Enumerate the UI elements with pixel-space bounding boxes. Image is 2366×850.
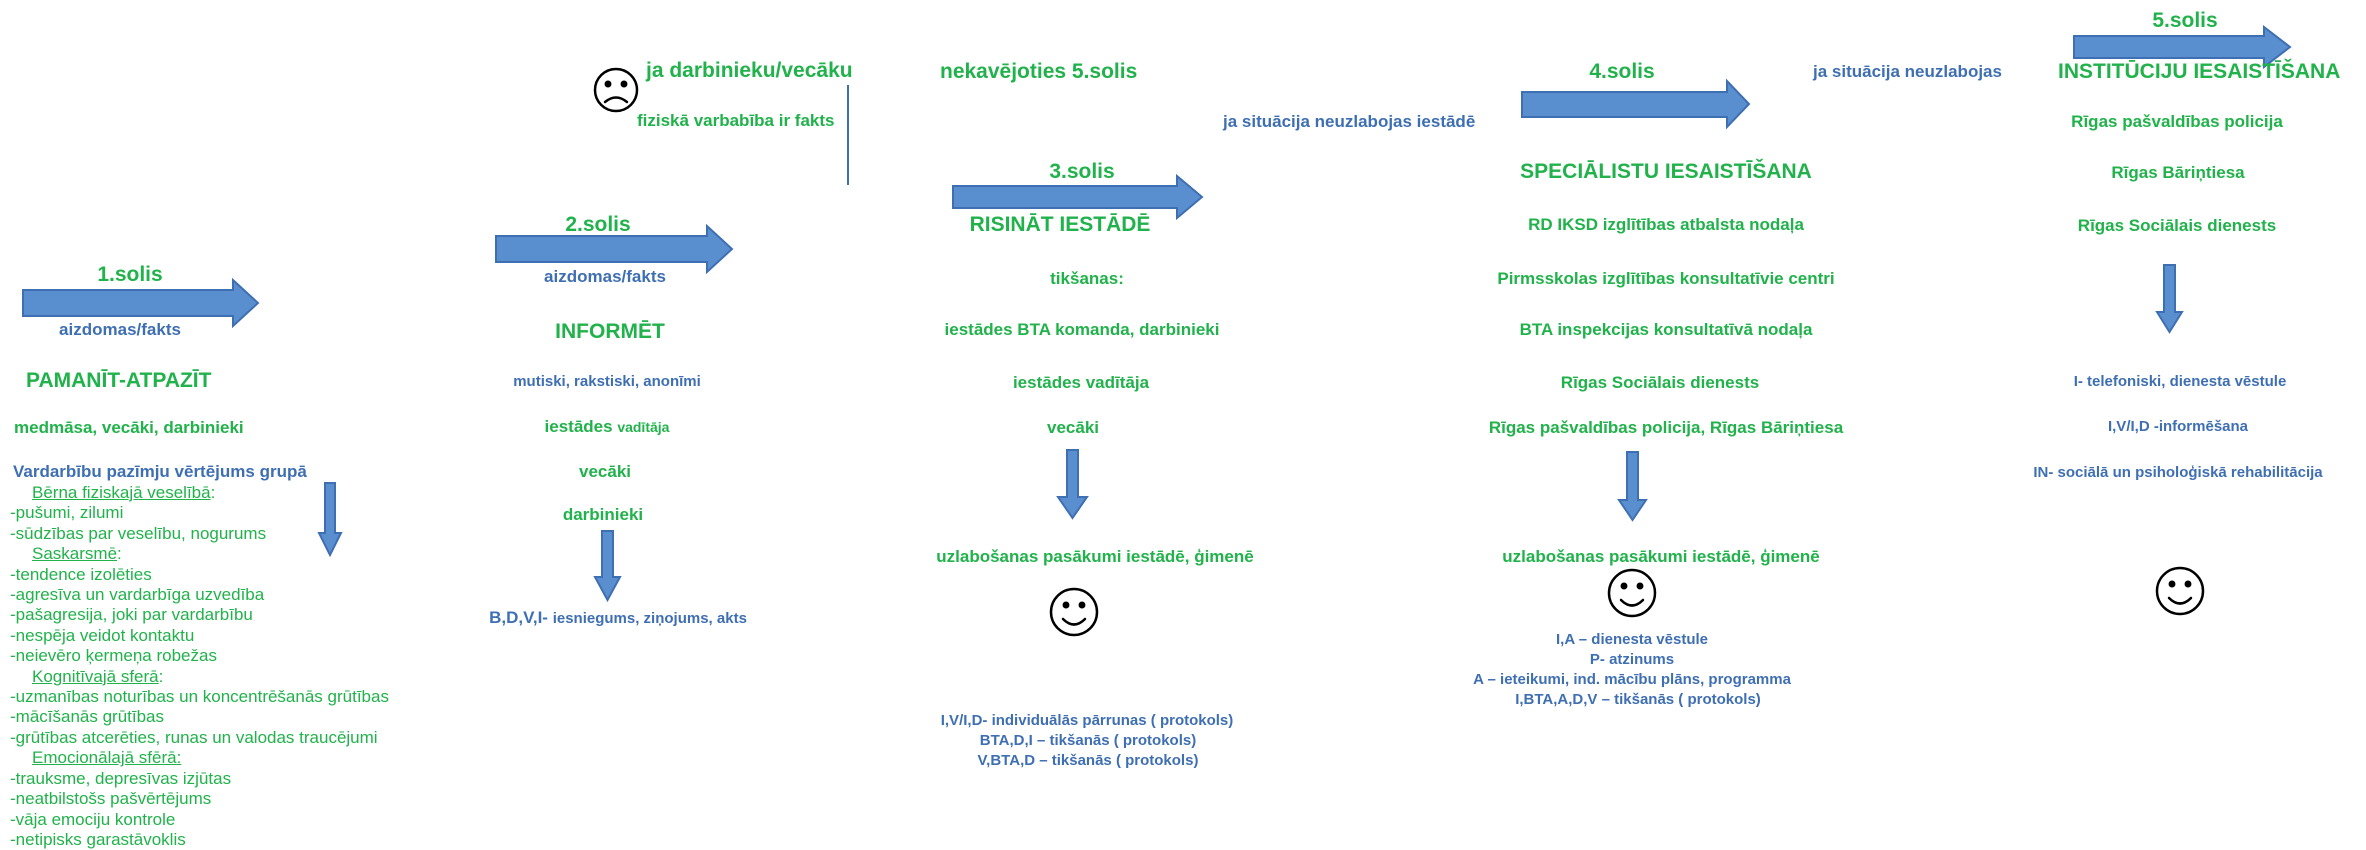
step5-label: 5.solis	[2152, 9, 2218, 32]
indicator-item: -neievēro ķermeņa robežas	[10, 646, 217, 666]
indicator-item: -pušumi, zilumi	[10, 503, 124, 523]
step4-note: A – ieteikumi, ind. mācību plāns, progra…	[1473, 671, 1791, 688]
urgent-target: nekavējoties 5.solis	[940, 60, 1138, 83]
step3-meeting-parents: vecāki	[1047, 418, 1099, 437]
down-arrow-icon	[2155, 264, 2184, 334]
right-arrow-icon	[1521, 78, 1751, 130]
step5-note: IN- sociālā un psiholoģiskā rehabilitāci…	[2033, 464, 2323, 481]
right-arrow-icon	[495, 223, 734, 275]
step1-title: PAMANĪT-ATPAZĪT	[26, 369, 212, 392]
step3-meeting-director: iestādes vadītāja	[1012, 373, 1150, 392]
down-arrow-icon	[1056, 449, 1089, 520]
step2-channels: mutiski, rakstiski, anonīmi	[513, 373, 701, 390]
transition-3-4: ja situācija neuzlabojas iestādē	[1223, 112, 1476, 131]
urgent-condition-detail: fiziskā varbabība ir fakts	[637, 111, 835, 130]
step1-assessment: Vardarbību pazīmju vērtējums grupā	[13, 462, 307, 481]
indicator-category-suffix: :	[210, 483, 216, 502]
indicator-category-suffix: :	[158, 666, 164, 686]
indicator-category-label: Emocionālajā sfērā:	[32, 748, 182, 768]
indicator-item: -sūdzības par veselību, nogurums	[10, 523, 267, 543]
indicator-item: -netipisks garastāvoklis	[10, 829, 186, 849]
right-arrow-icon	[2073, 24, 2292, 70]
step3-measures: uzlabošanas pasākumi iestādē, ģimenē	[936, 547, 1254, 566]
step4-measures: uzlabošanas pasākumi iestādē, ģimenē	[1502, 547, 1820, 566]
indicator-item: -vāja emociju kontrole	[10, 809, 176, 829]
step4-specialist: Rīgas pašvaldības policija, Rīgas Bāriņt…	[1488, 418, 1844, 437]
urgent-condition: ja darbinieku/vecāku	[646, 59, 853, 82]
indicator-item: -uzmanības noturības un koncentrēšanās g…	[10, 687, 389, 707]
step4-label: 4.solis	[1589, 60, 1655, 83]
step4-specialist: Pirmsskolas izglītības konsultatīvie cen…	[1497, 269, 1835, 288]
indicator-category-label: Kognitīvajā sferā	[32, 666, 159, 686]
sad-face-icon	[593, 67, 639, 113]
step1-subtitle: aizdomas/fakts	[59, 320, 181, 339]
step2-title: INFORMĒT	[555, 320, 665, 343]
indicator-item: -grūtības atcerēties, runas un valodas t…	[10, 727, 378, 747]
right-arrow-icon	[952, 173, 1204, 221]
step5-institution: Rīgas Sociālais dienests	[2077, 216, 2277, 235]
indicator-category: Emocionālajā sfērā:	[10, 748, 389, 768]
indicator-item: -tendence izolēties	[10, 564, 152, 584]
indicator-category-label: Bērna fiziskajā veselībā	[32, 483, 211, 502]
step3-label: 3.solis	[1049, 160, 1115, 183]
step5-title: INSTITŪCIJU IESAISTĪŠANA	[2058, 60, 2341, 83]
step5-institution: Rīgas Bāriņtiesa	[2111, 163, 2245, 182]
indicator-category: Bērna fiziskajā veselībā:	[10, 483, 389, 503]
step2-documents: B,D,V,I- iesniegums, ziņojums, akts	[489, 608, 747, 627]
step5-note: I,V/I,D -informēšana	[2107, 418, 2249, 435]
step2-line-director: iestādes vadītāja	[544, 417, 670, 436]
step1-indicator-list: Bērna fiziskajā veselībā:-pušumi, zilumi…	[10, 483, 389, 850]
step5-institution: Rīgas pašvaldības policija	[2071, 112, 2283, 131]
step3-note: BTA,D,I – tikšanās ( protokols)	[979, 732, 1197, 749]
down-arrow-icon	[317, 482, 343, 558]
step4-title: SPECIĀLISTU IESAISTĪŠANA	[1520, 160, 1812, 183]
smiley-face-icon	[1049, 587, 1099, 637]
smiley-face-icon	[2155, 566, 2205, 616]
smiley-face-icon	[1607, 568, 1657, 618]
indicator-item: -trauksme, depresīvas izjūtas	[10, 768, 232, 788]
step4-specialist: Rīgas Sociālais dienests	[1560, 373, 1760, 392]
step4-specialist: BTA inspekcijas konsultatīvā nodaļa	[1519, 320, 1813, 339]
indicator-category-label: Saskarsmē	[32, 544, 118, 564]
indicator-item: -pašagresija, joki par vardarbību	[10, 605, 253, 625]
step3-meeting-team: iestādes BTA komanda, darbinieki	[944, 320, 1220, 339]
step2-line-staff: darbinieki	[562, 505, 644, 524]
step1-label: 1.solis	[97, 263, 163, 286]
step3-title: RISINĀT IESTĀDĒ	[969, 213, 1151, 236]
indicator-category-suffix: :	[117, 544, 122, 564]
indicator-category: Saskarsmē:	[10, 544, 389, 564]
right-arrow-icon	[22, 277, 260, 329]
transition-4-5: ja situācija neuzlabojas	[1813, 62, 2002, 81]
indicator-item: -mācīšanās grūtības	[10, 707, 165, 727]
step2-subtitle: aizdomas/fakts	[544, 267, 666, 286]
step5-note: I- telefoniski, dienesta vēstule	[2073, 373, 2287, 390]
step2-label: 2.solis	[565, 213, 631, 236]
step4-note: I,A – dienesta vēstule	[1555, 631, 1709, 648]
step3-note: V,BTA,D – tikšanās ( protokols)	[977, 752, 1199, 769]
step1-observers: medmāsa, vecāki, darbinieki	[14, 418, 244, 437]
step3-note: I,V/I,D- individuālās pārrunas ( protoko…	[940, 712, 1234, 729]
indicator-item: -nespēja veidot kontaktu	[10, 625, 195, 645]
step4-specialist: RD IKSD izglītības atbalsta nodaļa	[1528, 215, 1804, 234]
indicator-item: -agresīva un vardarbīga uzvedība	[10, 585, 265, 605]
step4-note: I,BTA,A,D,V – tikšanās ( protokols)	[1515, 691, 1761, 708]
down-arrow-icon	[1617, 451, 1648, 522]
step4-note: P- atzinums	[1589, 651, 1675, 668]
indicator-category: Kognitīvajā sferā:	[10, 667, 389, 687]
indicator-item: -neatbilstošs pašvērtējums	[10, 789, 212, 809]
step3-meetings-label: tikšanas:	[1050, 269, 1124, 288]
down-arrow-icon	[593, 530, 622, 603]
step2-line-parents: vecāki	[579, 462, 631, 481]
